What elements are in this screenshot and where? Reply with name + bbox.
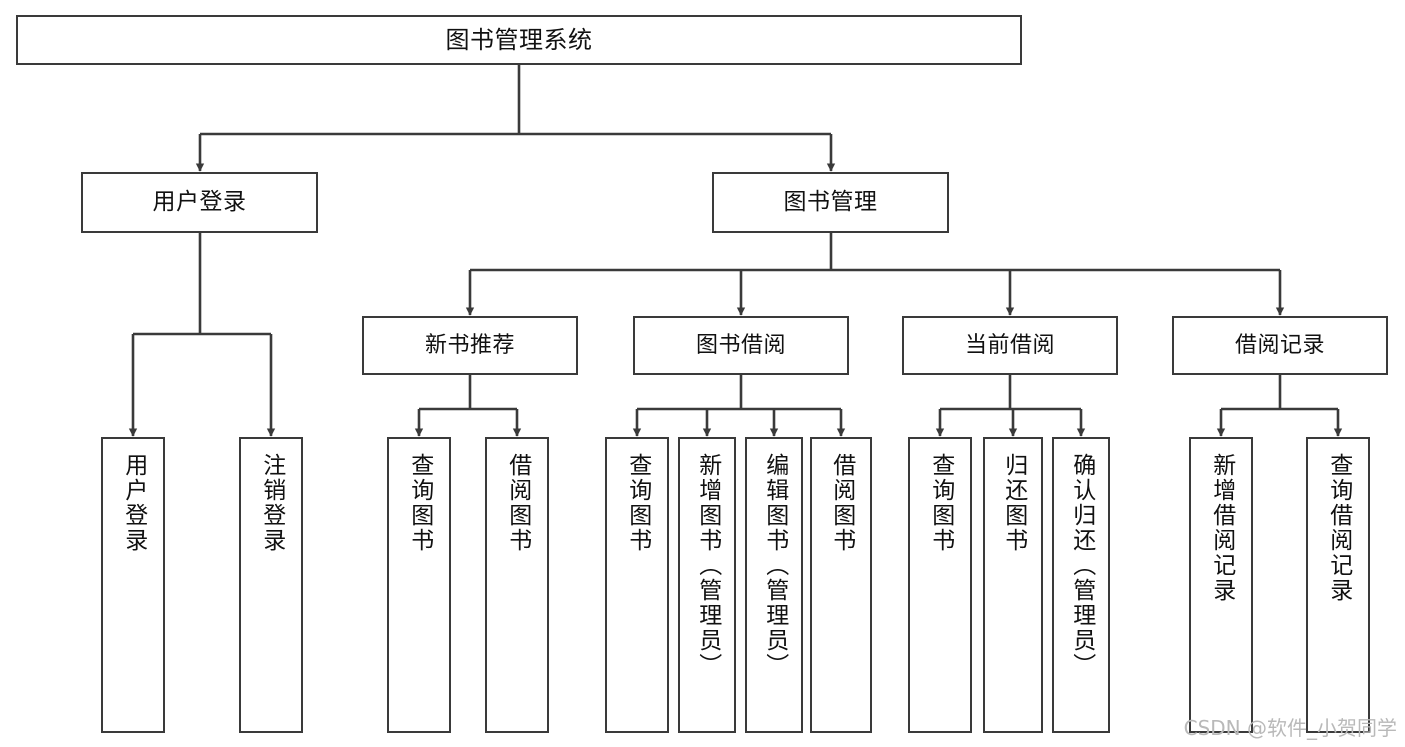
node-label: 借阅图书 <box>504 453 531 553</box>
node-leaf-query-book-3[interactable]: 查询图书 <box>908 437 972 733</box>
node-label: 新书推荐 <box>424 332 515 358</box>
node-label: 编辑图书（管理员） <box>761 453 788 678</box>
node-label: 注销登录 <box>258 453 285 553</box>
node-book-borrow[interactable]: 图书借阅 <box>633 316 849 375</box>
node-leaf-confirm-return[interactable]: 确认归还（管理员） <box>1052 437 1110 733</box>
node-user-login[interactable]: 用户登录 <box>81 172 318 233</box>
node-label: 查询图书 <box>927 453 954 553</box>
node-label: 查询图书 <box>624 453 651 553</box>
node-label: 借阅图书 <box>828 453 855 553</box>
node-label: 查询图书 <box>406 453 433 553</box>
node-label: 图书管理 <box>783 188 878 215</box>
node-label: 查询借阅记录 <box>1325 453 1352 603</box>
node-leaf-add-record[interactable]: 新增借阅记录 <box>1189 437 1253 733</box>
node-new-book-recommend[interactable]: 新书推荐 <box>362 316 578 375</box>
node-label: 图书借阅 <box>695 332 786 358</box>
node-leaf-edit-book[interactable]: 编辑图书（管理员） <box>745 437 803 733</box>
node-label: 新增借阅记录 <box>1208 453 1235 603</box>
node-leaf-query-book-1[interactable]: 查询图书 <box>387 437 451 733</box>
node-root[interactable]: 图书管理系统 <box>16 15 1022 65</box>
node-label: 图书管理系统 <box>445 25 593 54</box>
node-leaf-borrow-book-1[interactable]: 借阅图书 <box>485 437 549 733</box>
node-current-borrow[interactable]: 当前借阅 <box>902 316 1118 375</box>
node-leaf-user-logout[interactable]: 注销登录 <box>239 437 303 733</box>
watermark-text: CSDN @软件_小贺同学 <box>1183 716 1397 740</box>
node-leaf-query-record[interactable]: 查询借阅记录 <box>1306 437 1370 733</box>
node-label: 新增图书（管理员） <box>694 453 721 678</box>
node-leaf-return-book[interactable]: 归还图书 <box>983 437 1043 733</box>
node-leaf-query-book-2[interactable]: 查询图书 <box>605 437 669 733</box>
node-book-manage[interactable]: 图书管理 <box>712 172 949 233</box>
node-label: 借阅记录 <box>1234 332 1325 358</box>
node-label: 归还图书 <box>1000 453 1027 553</box>
node-leaf-user-login[interactable]: 用户登录 <box>101 437 165 733</box>
node-borrow-record[interactable]: 借阅记录 <box>1172 316 1388 375</box>
node-label: 当前借阅 <box>964 332 1055 358</box>
node-label: 用户登录 <box>152 188 247 215</box>
node-leaf-borrow-book-2[interactable]: 借阅图书 <box>810 437 872 733</box>
edge-group <box>128 65 1343 437</box>
node-label: 确认归还（管理员） <box>1068 453 1095 678</box>
node-leaf-add-book[interactable]: 新增图书（管理员） <box>678 437 736 733</box>
node-label: 用户登录 <box>120 453 147 553</box>
